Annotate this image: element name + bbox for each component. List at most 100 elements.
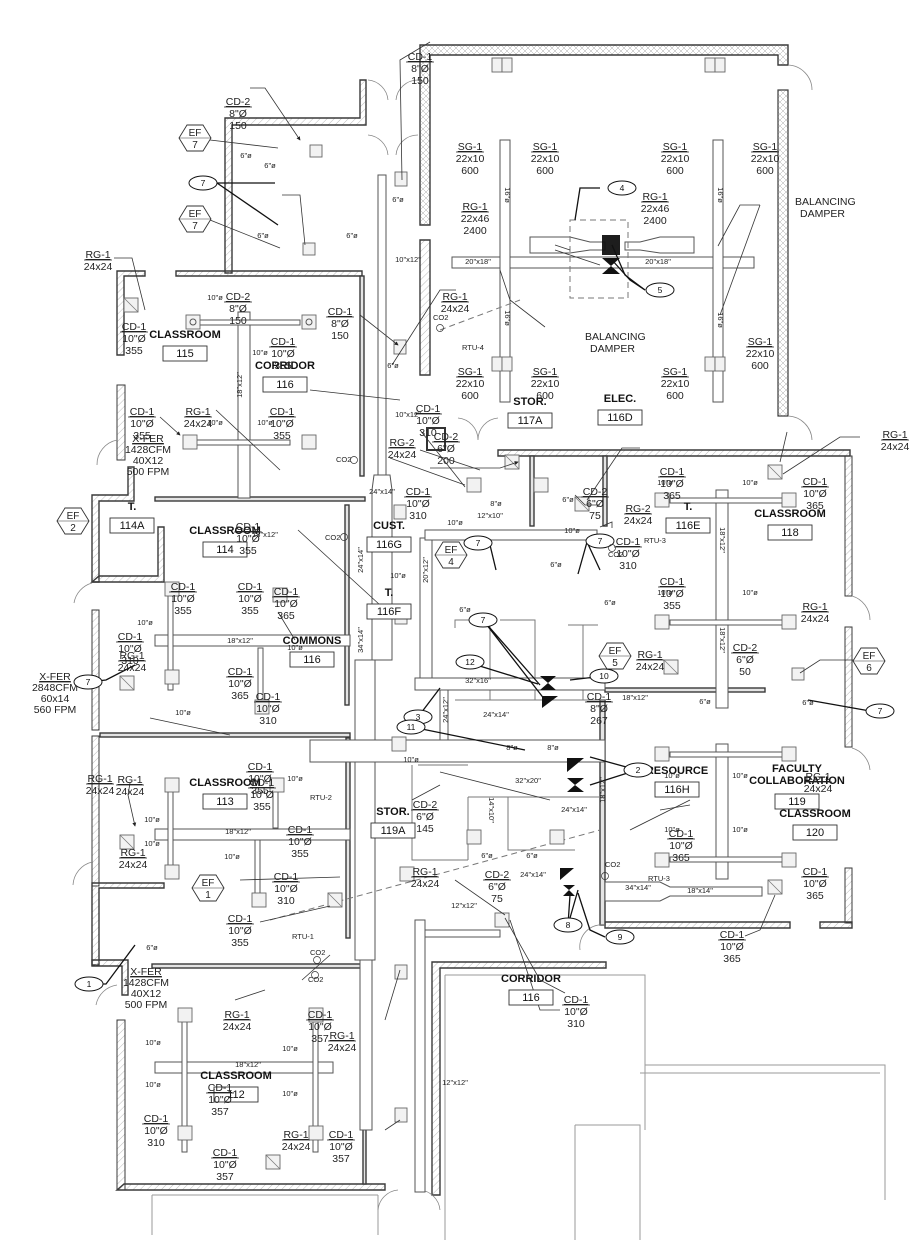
terminal-cfm: 75 — [491, 893, 503, 905]
door — [367, 79, 419, 101]
wall-upper-room — [419, 44, 789, 226]
duct-size-label: 8"ø — [506, 743, 518, 752]
co2-sensor-label: CO2 — [605, 860, 620, 869]
ef-label: EF — [202, 878, 215, 889]
terminal-type: RG-1 — [442, 291, 467, 303]
room-number-box — [202, 793, 248, 810]
terminal-size: 24x24 — [624, 515, 653, 527]
duct-114-main — [154, 634, 351, 647]
terminal-cfm: 355 — [231, 937, 249, 949]
duct-size-label: 10"ø — [144, 839, 160, 848]
duct-120-main — [604, 881, 763, 902]
terminal-type: CD-1 — [406, 486, 431, 498]
terminal-size: 10"Ø — [416, 415, 440, 427]
duct-size-label: 6"ø — [264, 161, 276, 170]
terminal-size: 22x46 — [641, 203, 670, 215]
rtu-label: RTU-3 — [644, 536, 666, 545]
terminal-type: CD-1 — [271, 336, 296, 348]
wall-classroom115-top — [116, 270, 146, 356]
wall-116d-e — [602, 455, 608, 527]
terminal-type: RG-1 — [117, 774, 142, 786]
duct-size-label: 10"ø — [664, 771, 680, 780]
terminal-cfm: 150 — [411, 75, 429, 87]
exhaust-fan-tag: EF4 — [434, 541, 468, 569]
duct-size-label: 6"ø — [604, 598, 616, 607]
terminal-type: CD-1 — [587, 691, 612, 703]
balancing-damper-note: BALANCING — [585, 331, 646, 343]
diffuser — [177, 1007, 193, 1023]
keynote-number: 7 — [86, 677, 91, 687]
terminal-size: 22x10 — [661, 378, 690, 390]
room-number-box — [262, 376, 308, 393]
terminal-type: CD-1 — [669, 828, 694, 840]
terminal-size: 24x24 — [116, 786, 145, 798]
sensor-icon — [608, 544, 616, 552]
duct-return-left — [529, 236, 606, 254]
room-number-box — [366, 536, 412, 553]
wall-stor-elec — [497, 449, 851, 457]
terminal-cfm: 355 — [133, 430, 151, 442]
room-label: T.116E — [665, 501, 711, 534]
terminal-type: RG-1 — [642, 191, 667, 203]
terminal-type: CD-1 — [803, 476, 828, 488]
room-name: T. — [385, 587, 394, 599]
terminal-type: SG-1 — [533, 141, 558, 153]
terminal-size: 10"Ø — [228, 925, 252, 937]
diffuser — [704, 356, 726, 372]
room-number: 113 — [216, 796, 234, 808]
duct-size-label: 10"ø — [207, 293, 223, 302]
wall-resource — [467, 796, 605, 860]
damper-icon — [560, 868, 574, 880]
terminal-size: 10"Ø — [144, 1125, 168, 1137]
duct-corridor-12x12-h — [424, 929, 501, 938]
transfer-velocity: 500 FPM — [127, 466, 170, 478]
terminal-cfm: 365 — [806, 890, 824, 902]
ef-number: 7 — [192, 140, 198, 151]
duct-size-label: 10"ø — [742, 588, 758, 597]
keynote-number: 7 — [476, 538, 481, 548]
terminal-cfm: 2400 — [643, 215, 667, 227]
duct-size-label: 16"ø — [716, 312, 725, 328]
terminal-type: RG-1 — [119, 650, 144, 662]
keynote-number: 7 — [201, 178, 206, 188]
room-number: 115 — [176, 348, 194, 360]
diffuser — [308, 1125, 324, 1141]
terminal-cfm: 75 — [589, 510, 601, 522]
terminal-size: 10"Ø — [803, 878, 827, 890]
room-number: 116G — [376, 539, 402, 551]
terminal-cfm: 365 — [231, 690, 249, 702]
transfer-label: X-FER — [130, 966, 162, 978]
ef-label: EF — [189, 209, 202, 220]
terminal-size: 8"Ø — [411, 63, 429, 75]
ef-label: EF — [189, 128, 202, 139]
ef-number: 1 — [205, 890, 211, 901]
room-number: 116 — [303, 654, 321, 666]
door — [851, 595, 871, 621]
diffuser — [394, 964, 408, 980]
duct-upper-main — [451, 256, 755, 269]
terminal-type: CD-1 — [144, 1113, 169, 1125]
room-number: 120 — [806, 827, 824, 839]
terminal-size: 10"Ø — [271, 348, 295, 360]
terminal-cfm: 150 — [229, 315, 247, 327]
terminal-size: 24x24 — [388, 449, 417, 461]
terminal-cfm: 267 — [590, 715, 608, 727]
terminal-type: CD-1 — [416, 403, 441, 415]
wall-114a-b — [90, 526, 165, 583]
damper-icon — [542, 696, 558, 708]
terminal-size: 10"Ø — [720, 941, 744, 953]
duct-size-label: 10"ø — [657, 588, 673, 597]
keynote-bubble: 9 — [605, 929, 635, 945]
room-label: STOR.117A — [507, 396, 553, 429]
